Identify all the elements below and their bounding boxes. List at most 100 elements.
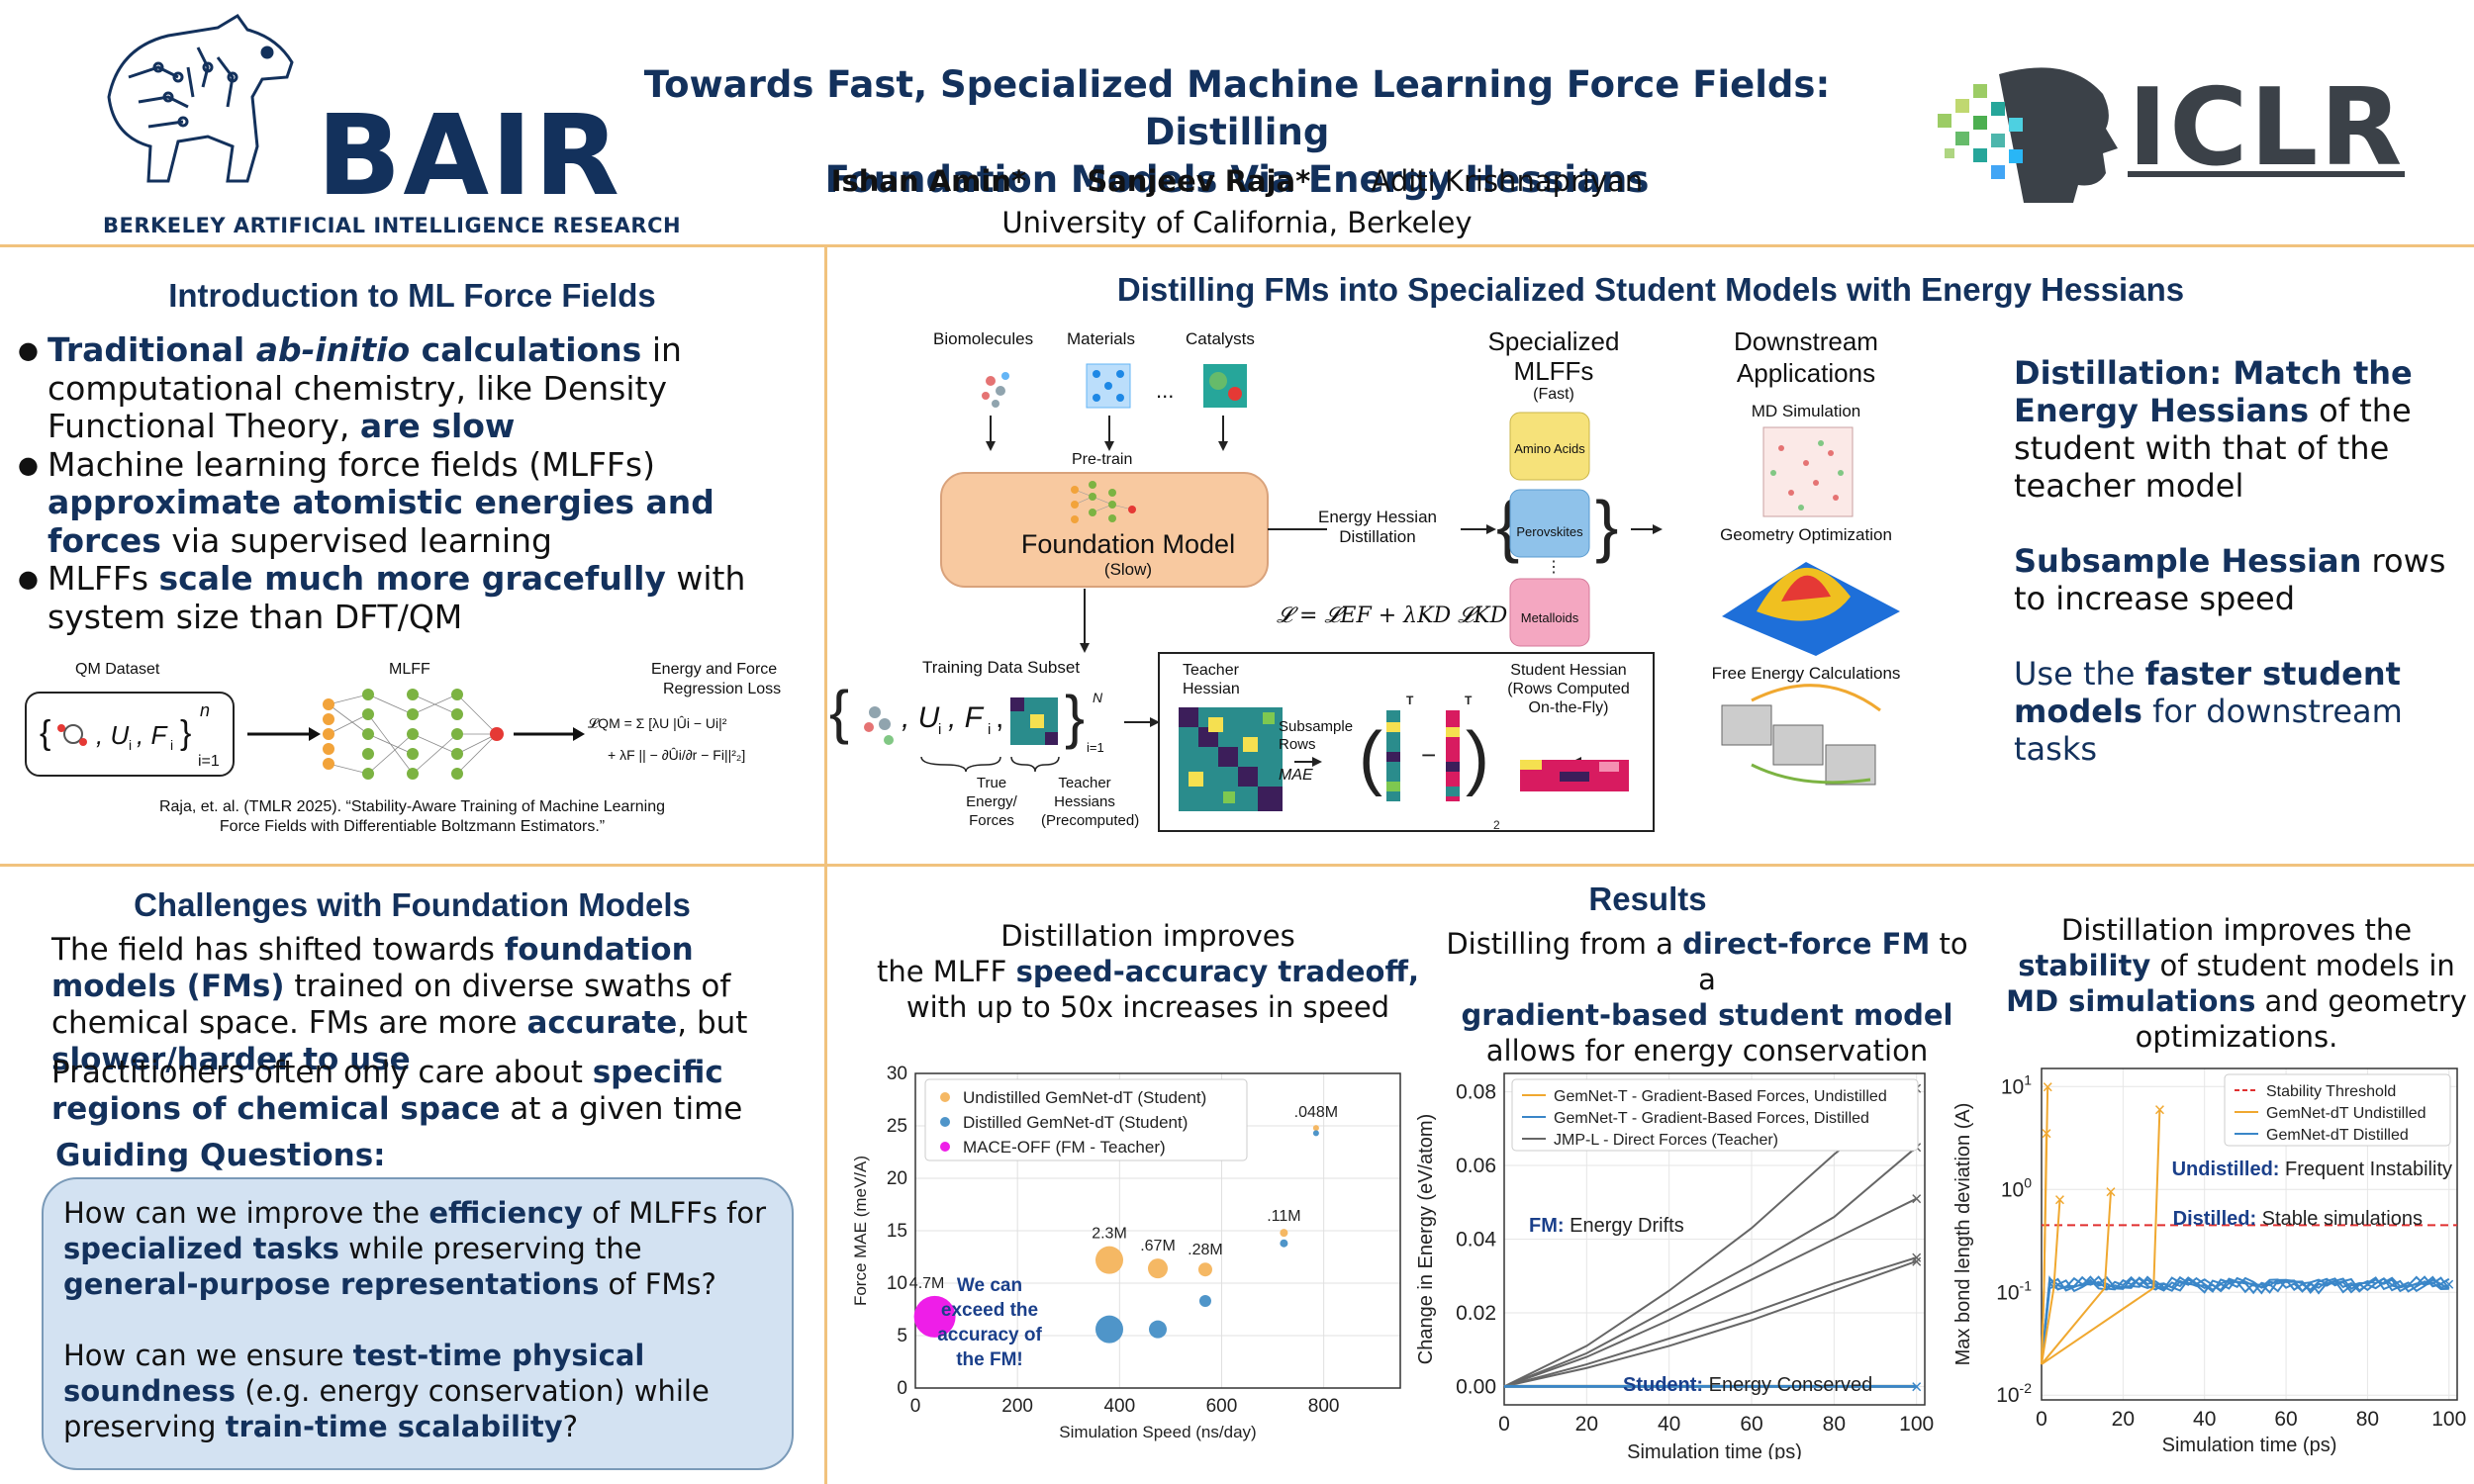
svg-text:(: (	[1359, 718, 1382, 797]
cap3-a: Distillation improves the	[2060, 913, 2413, 947]
svg-text:}: }	[180, 714, 191, 752]
b3-a: MLFFs	[48, 559, 159, 598]
cap3-d: MD simulations	[2006, 984, 2256, 1018]
scatter-point	[1095, 1315, 1123, 1344]
cap3-c: of student models in	[2150, 949, 2455, 982]
p1-h: harder to use	[176, 1042, 411, 1077]
x-tick-label: 100	[2431, 1408, 2466, 1431]
instability-marker: ×	[2054, 1189, 2066, 1211]
app-free-energy: Free Energy Calculations	[1711, 664, 1901, 683]
x-tick-label: 60	[2274, 1408, 2297, 1431]
undistilled-annotation: Undistilled: Frequent Instability	[2172, 1159, 2452, 1180]
app-geo: Geometry Optimization	[1720, 525, 1892, 544]
qm-dataset-label: QM Dataset	[75, 661, 160, 678]
p2-a: Practitioners often only care about	[51, 1055, 593, 1090]
svg-text:, F: , F	[137, 720, 168, 750]
svg-text:T: T	[1465, 694, 1473, 707]
loss-label-1: Energy and Force	[651, 661, 778, 678]
p2-b: specific regions of chemical space	[51, 1055, 723, 1127]
y-tick-label: 100	[2001, 1174, 2032, 1201]
student-hessian-1: Student Hessian	[1510, 662, 1627, 679]
x-axis-label: Simulation time (ps)	[2162, 1435, 2337, 1456]
iclr-head-icon	[1938, 67, 2118, 203]
plot-frame	[2041, 1067, 2458, 1401]
true-ef-1: True	[976, 775, 1007, 791]
x-tick-label: 20	[2112, 1408, 2135, 1431]
point-label: .11M	[1267, 1208, 1300, 1225]
source-materials: Materials	[1067, 329, 1135, 348]
teacher-h-2: Hessians	[1054, 793, 1115, 810]
intro-citation: Raja, et. al. (TMLR 2025). “Stability-Aw…	[0, 797, 824, 837]
row-divider	[0, 864, 2474, 867]
title-line-1: Towards Fast, Specialized Machine Learni…	[643, 63, 1831, 153]
materials-icon	[1086, 363, 1131, 409]
point-label: .67M	[1140, 1238, 1176, 1254]
svg-text:𝓛QM = Σ [λU |Ûi − Ui|²: 𝓛QM = Σ [λU |Ûi − Ui|²	[588, 715, 727, 731]
undistilled-line	[2041, 1133, 2047, 1364]
svg-text:}: }	[1595, 487, 1618, 564]
mae-label: MAE	[1279, 767, 1313, 784]
svg-text:, F: , F	[948, 701, 985, 734]
p1-e: , but	[677, 1005, 748, 1041]
teacher-hessian-matrix	[1179, 707, 1283, 811]
x-tick-label: 800	[1308, 1396, 1340, 1417]
scatter-point	[1280, 1239, 1288, 1248]
author-1: Ishan Amin*	[830, 164, 1027, 198]
bair-subtitle: BERKELEY ARTIFICIAL INTELLIGENCE RESEARC…	[103, 214, 682, 237]
q1-f: general-purpose representations	[63, 1267, 600, 1301]
q1-b: efficiency	[428, 1196, 583, 1230]
legend-label: MACE-OFF (FM - Teacher)	[963, 1138, 1166, 1157]
run-end-marker: ×	[1911, 1252, 1923, 1273]
instability-marker: ×	[2041, 1124, 2052, 1146]
app-md: MD Simulation	[1751, 402, 1861, 420]
legend-box	[2224, 1073, 2451, 1147]
svg-text:i: i	[988, 721, 991, 738]
chart-annotation: the FM!	[956, 1349, 1023, 1370]
fm-sub: (Slow)	[1103, 560, 1153, 579]
teacher-energy-line	[1503, 1146, 1918, 1388]
scatter-point	[1149, 1320, 1167, 1339]
tds-label: Training Data Subset	[922, 658, 1081, 677]
run-end-marker: ×	[2443, 1274, 2455, 1296]
subsample-1: Subsample	[1279, 718, 1354, 735]
svg-text:N: N	[1093, 690, 1103, 705]
distill-title: Distilling FMs into Specialized Student …	[1116, 271, 2185, 308]
cap2-c: to a	[1698, 927, 1968, 996]
note-3b: faster student models	[2014, 655, 2401, 730]
q1-e: while preserving the	[338, 1232, 642, 1265]
iclr-logo: ICLR	[1930, 54, 2415, 203]
student-hessian-2: (Rows Computed	[1507, 681, 1630, 697]
legend-label: Undistilled GemNet-dT (Student)	[963, 1088, 1206, 1107]
q1-a: How can we improve the	[63, 1196, 429, 1230]
teacher-hessian-1: Teacher	[1183, 662, 1239, 679]
note-3a: Use the	[2014, 655, 2145, 693]
ellipsis: ...	[1156, 378, 1175, 403]
svg-text:i=1: i=1	[198, 753, 220, 770]
legend-marker	[940, 1092, 950, 1102]
author-list: Ishan Amin* Sanjeev Raja* Aditi Krishnap…	[554, 164, 1920, 198]
b2-c: via supervised learning	[160, 520, 552, 560]
ehd-line-1: Energy Hessian	[1317, 508, 1437, 526]
loss-label-2: Regression Loss	[663, 681, 782, 697]
x-tick-label: 60	[1740, 1413, 1762, 1436]
intro-bullet-1: Traditional ab-initio calculations in co…	[18, 330, 809, 446]
teacher-energy-line	[1503, 1256, 1917, 1388]
intro-bullets: Traditional ab-initio calculations in co…	[18, 330, 809, 636]
y-tick-label: 20	[887, 1168, 907, 1189]
undistilled-line	[2041, 1109, 2161, 1365]
svg-text:−: −	[1421, 740, 1436, 770]
cap2-e: allows for energy conservation	[1485, 1034, 1929, 1067]
legend-marker	[940, 1117, 950, 1127]
q2-d: train-time scalability	[225, 1410, 563, 1443]
instability-marker: ×	[2154, 1099, 2166, 1121]
p1-a: The field has shifted towards	[51, 932, 505, 968]
iclr-underline	[2128, 171, 2405, 177]
spec-line-2: MLFFs	[1513, 356, 1594, 386]
point-label: 4.7M	[909, 1275, 945, 1292]
b1-c: calculations	[410, 330, 642, 369]
y-axis-label: Max bond length deviation (A)	[1952, 1103, 1974, 1366]
